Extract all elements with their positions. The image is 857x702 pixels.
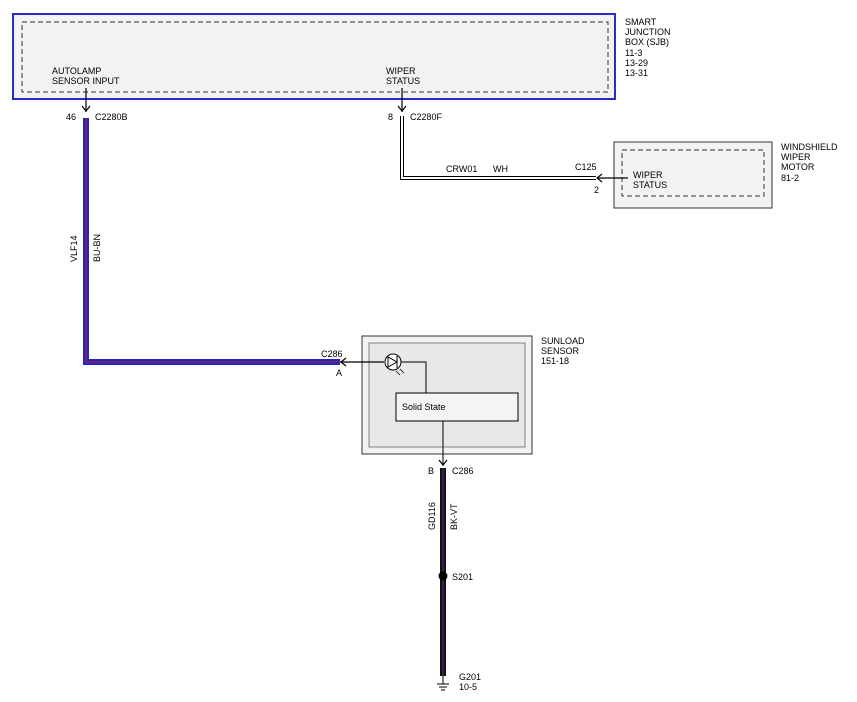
sjb-pin-autolamp-label-2: SENSOR INPUT [52, 76, 120, 86]
sjb-title-3: BOX (SJB) [625, 37, 669, 47]
connector-c286-a-label: C286 [321, 349, 343, 359]
wire-gd116-color: BK-VT [449, 503, 459, 530]
sjb-inner-dashed [21, 21, 609, 93]
pin-a-label: A [336, 368, 342, 378]
sjb-module: SMART JUNCTION BOX (SJB) 11-3 13-29 13-3… [12, 13, 671, 100]
wire-vlf14-color: BU-BN [92, 234, 102, 262]
wiper-motor-title-3: MOTOR [781, 162, 815, 172]
sjb-pin-wiper-label-2: STATUS [386, 76, 420, 86]
splice-dot [438, 571, 448, 581]
sunload-title-2: SENSOR [541, 346, 580, 356]
connector-c2280b-label: C2280B [95, 112, 128, 122]
sjb-connector-c2280b: 46 C2280B [66, 88, 128, 122]
wire-gd116-circuit: GD116 [427, 502, 437, 530]
wiper-motor-module: WINDSHIELD WIPER MOTOR 81-2 WIPER STATUS… [575, 141, 838, 209]
ground-g201: G201 10-5 [437, 672, 481, 692]
wire-crw01: CRW01 WH [400, 116, 596, 180]
pin-8-label: 8 [388, 112, 393, 122]
pin-2-label: 2 [594, 185, 599, 195]
wiper-motor-title-1: WINDSHIELD [781, 142, 838, 152]
wire-crw01-color: WH [493, 164, 508, 174]
splice-s201-label: S201 [452, 572, 473, 582]
wiper-motor-pin-label-1: WIPER [633, 170, 663, 180]
ground-icon [437, 676, 449, 691]
pin-b-label: B [428, 466, 434, 476]
connector-c125-label: C125 [575, 162, 597, 172]
wire-vlf14: VLF14 BU-BN [69, 118, 340, 365]
sjb-ref-2: 13-29 [625, 58, 648, 68]
sjb-title-1: SMART [625, 17, 657, 27]
ground-g201-ref: 10-5 [459, 682, 477, 692]
solid-state-label: Solid State [402, 402, 446, 412]
wire-crw01-circuit: CRW01 [446, 164, 477, 174]
ground-g201-label: G201 [459, 672, 481, 682]
sjb-ref-3: 13-31 [625, 68, 648, 78]
wiper-motor-ref: 81-2 [781, 173, 799, 183]
pin-46-label: 46 [66, 112, 76, 122]
splice-s201: S201 [438, 571, 473, 582]
sjb-pin-wiper-label-1: WIPER [386, 66, 416, 76]
wiper-motor-pin-label-2: STATUS [633, 180, 667, 190]
wiper-motor-box [613, 141, 773, 209]
sunload-ref: 151-18 [541, 356, 569, 366]
wiper-motor-title-2: WIPER [781, 152, 811, 162]
sjb-ref-1: 11-3 [625, 48, 642, 58]
sjb-box [12, 13, 616, 100]
wire-vlf14-circuit: VLF14 [69, 235, 79, 262]
connector-c2280f-label: C2280F [410, 112, 443, 122]
connector-c286-b-label: C286 [452, 466, 474, 476]
wiper-motor-inner-dashed [621, 149, 765, 197]
sunload-sensor-module: SUNLOAD SENSOR 151-18 C286 A Solid State… [321, 335, 585, 476]
solid-state-block [395, 392, 519, 422]
sunload-title-1: SUNLOAD [541, 336, 585, 346]
sjb-connector-c2280f: 8 C2280F [388, 88, 443, 122]
sjb-title-2: JUNCTION [625, 27, 671, 37]
sjb-pin-autolamp-label-1: AUTOLAMP [52, 66, 101, 76]
